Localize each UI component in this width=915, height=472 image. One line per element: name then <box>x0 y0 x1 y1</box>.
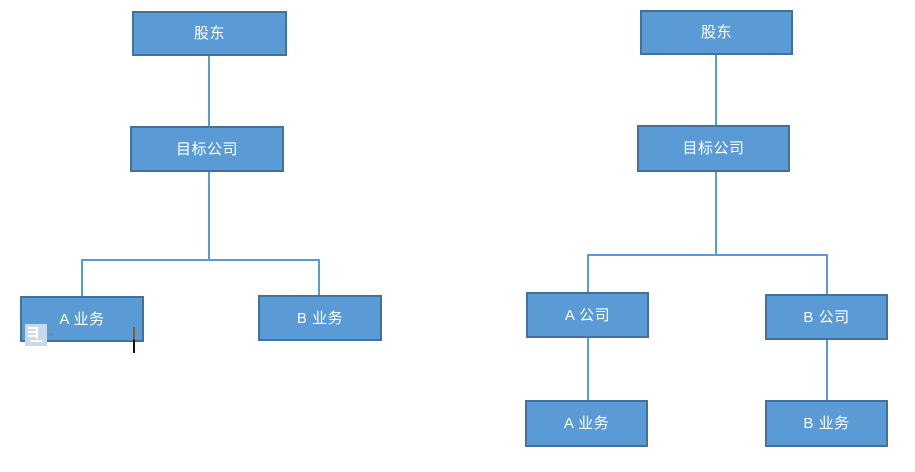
connector-target-stem-left <box>208 172 210 259</box>
node-shareholder-right[interactable]: 股东 <box>640 10 793 55</box>
connector-bus-right <box>587 254 828 256</box>
connector-drop-company-a-right <box>587 254 589 292</box>
node-business-b-left[interactable]: B 业务 <box>258 295 382 341</box>
node-label: 目标公司 <box>682 140 745 157</box>
node-label: 目标公司 <box>175 140 238 158</box>
node-company-b[interactable]: B 公司 <box>765 294 888 340</box>
connector-company-a-to-business-a <box>587 338 589 400</box>
node-business-a-right[interactable]: A 业务 <box>525 400 648 447</box>
connector-company-b-to-business-b <box>826 340 828 400</box>
node-target-company-right[interactable]: 目标公司 <box>637 125 790 172</box>
node-label: 股东 <box>193 25 225 42</box>
connector-drop-biz-a-left <box>81 259 83 296</box>
node-label: B 业务 <box>296 309 344 327</box>
connector-shareholder-to-target-right <box>715 55 717 125</box>
text-caret <box>133 327 135 353</box>
node-company-a[interactable]: A 公司 <box>526 292 649 338</box>
node-label: A 业务 <box>563 415 610 432</box>
node-label: B 业务 <box>803 415 850 432</box>
node-label: 股东 <box>700 24 732 41</box>
connector-drop-biz-b-left <box>318 259 320 296</box>
node-label: B 公司 <box>803 308 850 326</box>
node-business-b-right[interactable]: B 业务 <box>765 400 888 447</box>
paste-options-icon[interactable] <box>25 324 55 346</box>
connector-drop-company-b-right <box>826 254 828 294</box>
node-label: A 业务 <box>59 310 105 328</box>
connector-bus-left <box>81 259 320 261</box>
node-shareholder-left[interactable]: 股东 <box>132 11 287 56</box>
node-target-company-left[interactable]: 目标公司 <box>130 126 284 172</box>
node-label: A 公司 <box>564 306 611 324</box>
connector-shareholder-to-target-left <box>208 56 210 126</box>
connector-target-stem-right <box>715 172 717 254</box>
